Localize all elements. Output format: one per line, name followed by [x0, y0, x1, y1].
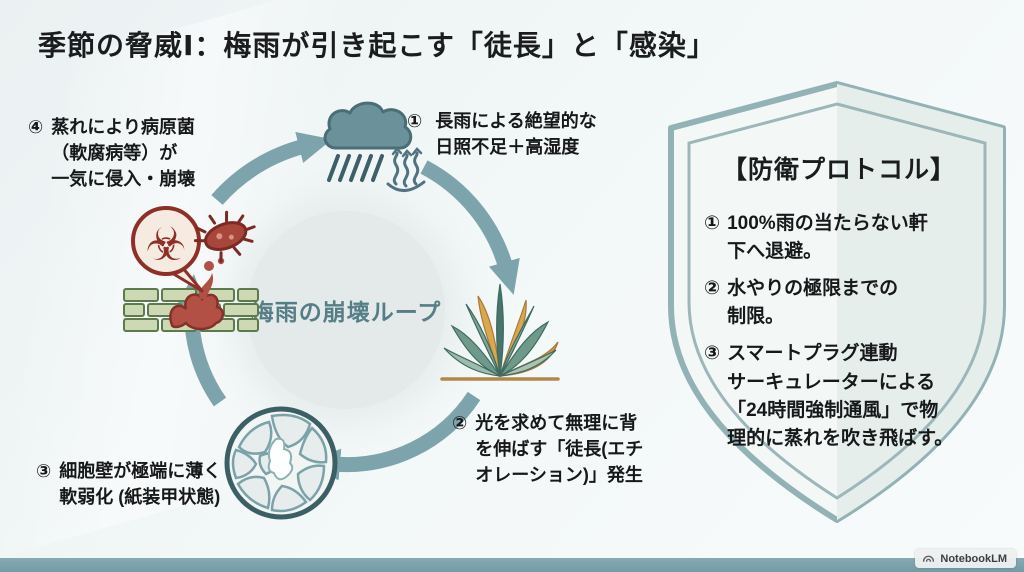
loop-step-1-text: 長雨による絶望的な 日照不足＋高湿度: [435, 111, 597, 158]
loop-step-4-number: ④: [28, 117, 44, 137]
loop-step-3-number: ③: [36, 461, 52, 481]
loop-center-label: 梅雨の崩壊ループ: [250, 299, 442, 325]
loop-step-3: ③ 細胞壁が極端に薄く 軟弱化 (紙装甲状態): [36, 458, 221, 510]
notebooklm-badge: NotebookLM: [915, 549, 1016, 568]
loop-step-1-number: ①: [407, 111, 423, 131]
biohazard-icon: ☣: [145, 218, 186, 270]
shield-shape-icon: [668, 81, 1006, 523]
shield-item-2-number: ②: [704, 278, 721, 300]
shield-item-2: ② 水やりの極限までの 制限。: [704, 275, 974, 331]
shield-item-1-text: 100%雨の当たらない軒 下へ退避。: [727, 213, 928, 263]
rain-lines-icon: [327, 154, 384, 182]
loop-step-4: ④ 蒸れにより病原菌 （軟腐病等）が 一気に侵入・崩壊: [28, 114, 195, 192]
bacterium-icon: [193, 210, 256, 263]
steam-icon: [386, 147, 426, 192]
rain-cloud-humidity-icon: [323, 101, 426, 192]
shield-item-3: ③ スマートプラグ連動 サーキュレーターによる 「24時間強制通風」で物 理的に…: [704, 340, 974, 452]
shield-item-3-number: ③: [704, 343, 721, 365]
shield-item-3-text: スマートプラグ連動 サーキュレーターによる 「24時間強制通風」で物 理的に蒸れ…: [727, 343, 954, 449]
shield-content: 【防衛プロトコル】 ① 100%雨の当たらない軒 下へ退避。 ② 水やりの極限ま…: [704, 150, 974, 462]
shield-item-1-number: ①: [704, 213, 721, 234]
shield-title: 【防衛プロトコル】: [721, 156, 956, 184]
loop-step-2-number: ②: [452, 413, 468, 433]
loop-step-4-text: 蒸れにより病原菌 （軟腐病等）が 一気に侵入・崩壊: [51, 117, 196, 190]
etiolated-plant-icon: [440, 283, 560, 381]
slide-title: 季節の脅威Ⅰ：梅雨が引き起こす「徒長」と「感染」: [38, 30, 716, 61]
shield-item-2-text: 水やりの極限までの 制限。: [727, 278, 899, 328]
thin-cell-wall-icon: [224, 406, 338, 520]
cycle-arrow-4: [211, 131, 333, 206]
loop-center: 梅雨の崩壊ループ: [247, 211, 445, 409]
loop-step-2: ② 光を求めて無理に背 を伸ばす「徒長(エチ オレーション)」発生: [452, 410, 643, 488]
plant-green-leaves-icon: [443, 283, 557, 378]
shield-item-1: ① 100%雨の当たらない軒 下へ退避。: [704, 210, 974, 266]
rot-blob-icon: [169, 293, 225, 331]
notebooklm-logo-icon: [923, 555, 935, 562]
pathogen-invasion-icon: ☣: [123, 206, 259, 332]
notebooklm-badge-label: NotebookLM: [940, 552, 1007, 565]
loop-step-3-text: 細胞壁が極端に薄く 軟弱化 (紙装甲状態): [59, 461, 222, 508]
loop-step-1: ① 長雨による絶望的な 日照不足＋高湿度: [407, 108, 597, 160]
cell-rupture-icon: [267, 437, 294, 481]
cycle-arrow-1: [420, 160, 520, 295]
footer-bar: [0, 558, 1024, 572]
defense-shield: 【防衛プロトコル】 ① 100%雨の当たらない軒 下へ退避。 ② 水やりの極限ま…: [660, 80, 1014, 524]
loop-step-2-text: 光を求めて無理に背 を伸ばす「徒長(エチ オレーション)」発生: [475, 413, 644, 486]
